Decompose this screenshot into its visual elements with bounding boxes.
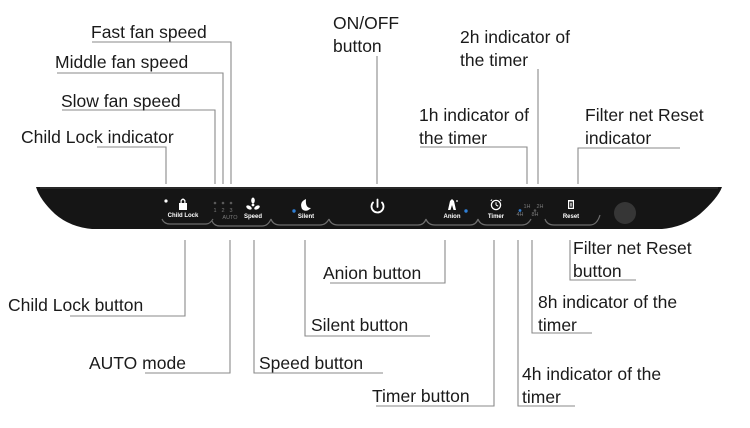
speed-level-1: 1: [213, 208, 216, 214]
fast-fan-speed-dot: [229, 201, 233, 205]
leader-filter-button: [569, 240, 636, 281]
label-anion-button: Anion button: [323, 263, 421, 283]
clock-icon: [490, 199, 502, 211]
label-timer-4h-line2: timer: [522, 387, 561, 407]
label-slow-fan-speed: Slow fan speed: [61, 91, 181, 111]
moon-icon: [301, 199, 311, 211]
label-silent-button: Silent button: [311, 315, 408, 335]
speed-button[interactable]: Speed: [211, 197, 272, 227]
slow-fan-speed-dot: [213, 201, 217, 205]
timer-4h-indicator-dot: [518, 209, 522, 212]
label-auto-mode: AUTO mode: [89, 353, 186, 373]
label-timer-2h-line2: the timer: [460, 50, 528, 70]
leader-filter-indicator: [577, 147, 680, 184]
lock-icon: [179, 198, 187, 210]
timer-4h-text: 4H: [516, 212, 523, 218]
fan-speed-levels: 1 2 3 AUTO: [213, 201, 238, 221]
label-timer-1h-line1: 1h indicator of: [419, 105, 529, 125]
label-fast-fan-speed: Fast fan speed: [91, 22, 207, 42]
label-timer-button: Timer button: [372, 386, 470, 406]
anion-ring: [425, 218, 479, 226]
reset-ring: [544, 214, 601, 226]
silent-button-text: Silent: [298, 214, 314, 220]
anion-icon-particle: [456, 200, 458, 202]
timer-button[interactable]: Timer: [477, 199, 532, 226]
child-lock-indicator-dot: [164, 199, 168, 203]
leader-child-lock-button: [70, 240, 186, 317]
leader-silent-button: [304, 240, 430, 337]
leader-anion-button: [330, 240, 446, 284]
leader-timer-4h: [517, 240, 575, 407]
panel-body: [36, 187, 722, 229]
leader-timer-button: [376, 240, 495, 407]
callout-labels-top: Fast fan speed Middle fan speed Slow fan…: [21, 13, 704, 148]
middle-fan-speed-dot: [221, 201, 225, 205]
timer-8h-text: 8H: [531, 212, 538, 218]
control-panel: Child Lock 1 2 3 AUTO Speed: [36, 187, 722, 229]
speed-button-text: Speed: [244, 214, 262, 220]
power-button[interactable]: [328, 198, 427, 226]
label-filter-indicator-line2: indicator: [585, 128, 651, 148]
timer-1h-text: 1H: [523, 204, 530, 210]
callout-labels-bottom: Child Lock button AUTO mode Speed button…: [8, 238, 692, 407]
receiver-window: [614, 202, 636, 224]
label-on-off-line1: ON/OFF: [333, 13, 399, 33]
leader-slow-fan-speed: [62, 109, 216, 184]
timer-8h-indicator-dot: [533, 209, 537, 212]
timer-ring: [477, 218, 532, 226]
anion-button[interactable]: Anion: [425, 199, 479, 226]
label-timer-8h-line2: timer: [538, 315, 577, 335]
label-middle-fan-speed: Middle fan speed: [55, 52, 188, 72]
speed-ring: [211, 218, 272, 227]
label-child-lock-button: Child Lock button: [8, 295, 143, 315]
auto-mode-text: AUTO: [222, 215, 238, 221]
label-timer-1h-line2: the timer: [419, 128, 487, 148]
label-filter-button-line1: Filter net Reset: [573, 238, 692, 258]
leader-fast-fan-speed: [92, 41, 232, 184]
label-child-lock-indicator: Child Lock indicator: [21, 127, 174, 147]
speed-level-3: 3: [229, 208, 232, 214]
reset-button-text: Reset: [563, 214, 579, 220]
label-timer-4h-line1: 4h indicator of the: [522, 364, 661, 384]
leader-timer-1h: [420, 146, 528, 184]
label-filter-button-line2: button: [573, 261, 622, 281]
label-timer-2h-line1: 2h indicator of: [460, 27, 570, 47]
power-ring: [328, 218, 427, 226]
leader-auto-mode: [145, 240, 231, 374]
anion-indicator-dot: [464, 209, 468, 213]
label-filter-indicator-line1: Filter net Reset: [585, 105, 704, 125]
power-icon: [370, 201, 385, 214]
label-on-off-line2: button: [333, 36, 382, 56]
label-timer-8h-line1: 8h indicator of the: [538, 292, 677, 312]
fan-icon: [246, 197, 260, 210]
reset-button[interactable]: Reset: [544, 200, 601, 226]
timer-button-text: Timer: [488, 214, 505, 220]
leader-speed-button: [253, 240, 383, 374]
leader-timer-8h: [531, 240, 592, 334]
child-lock-button-text: Child Lock: [168, 213, 199, 219]
anion-button-text: Anion: [444, 214, 461, 220]
leader-child-lock-indicator: [97, 146, 167, 184]
silent-indicator-dot: [292, 209, 296, 213]
silent-button[interactable]: Silent: [270, 199, 330, 226]
child-lock-ring: [161, 218, 214, 225]
speed-level-2: 2: [221, 208, 224, 214]
leader-lines: [57, 41, 680, 407]
timer-hour-indicators: 1H 2H 4H 8H: [516, 204, 543, 218]
filter-icon: [568, 200, 574, 209]
label-speed-button: Speed button: [259, 353, 363, 373]
child-lock-button[interactable]: Child Lock: [161, 198, 214, 225]
leader-middle-fan-speed: [57, 72, 224, 184]
silent-ring: [270, 218, 330, 226]
anion-icon: [448, 199, 456, 210]
timer-2h-text: 2H: [536, 204, 543, 210]
